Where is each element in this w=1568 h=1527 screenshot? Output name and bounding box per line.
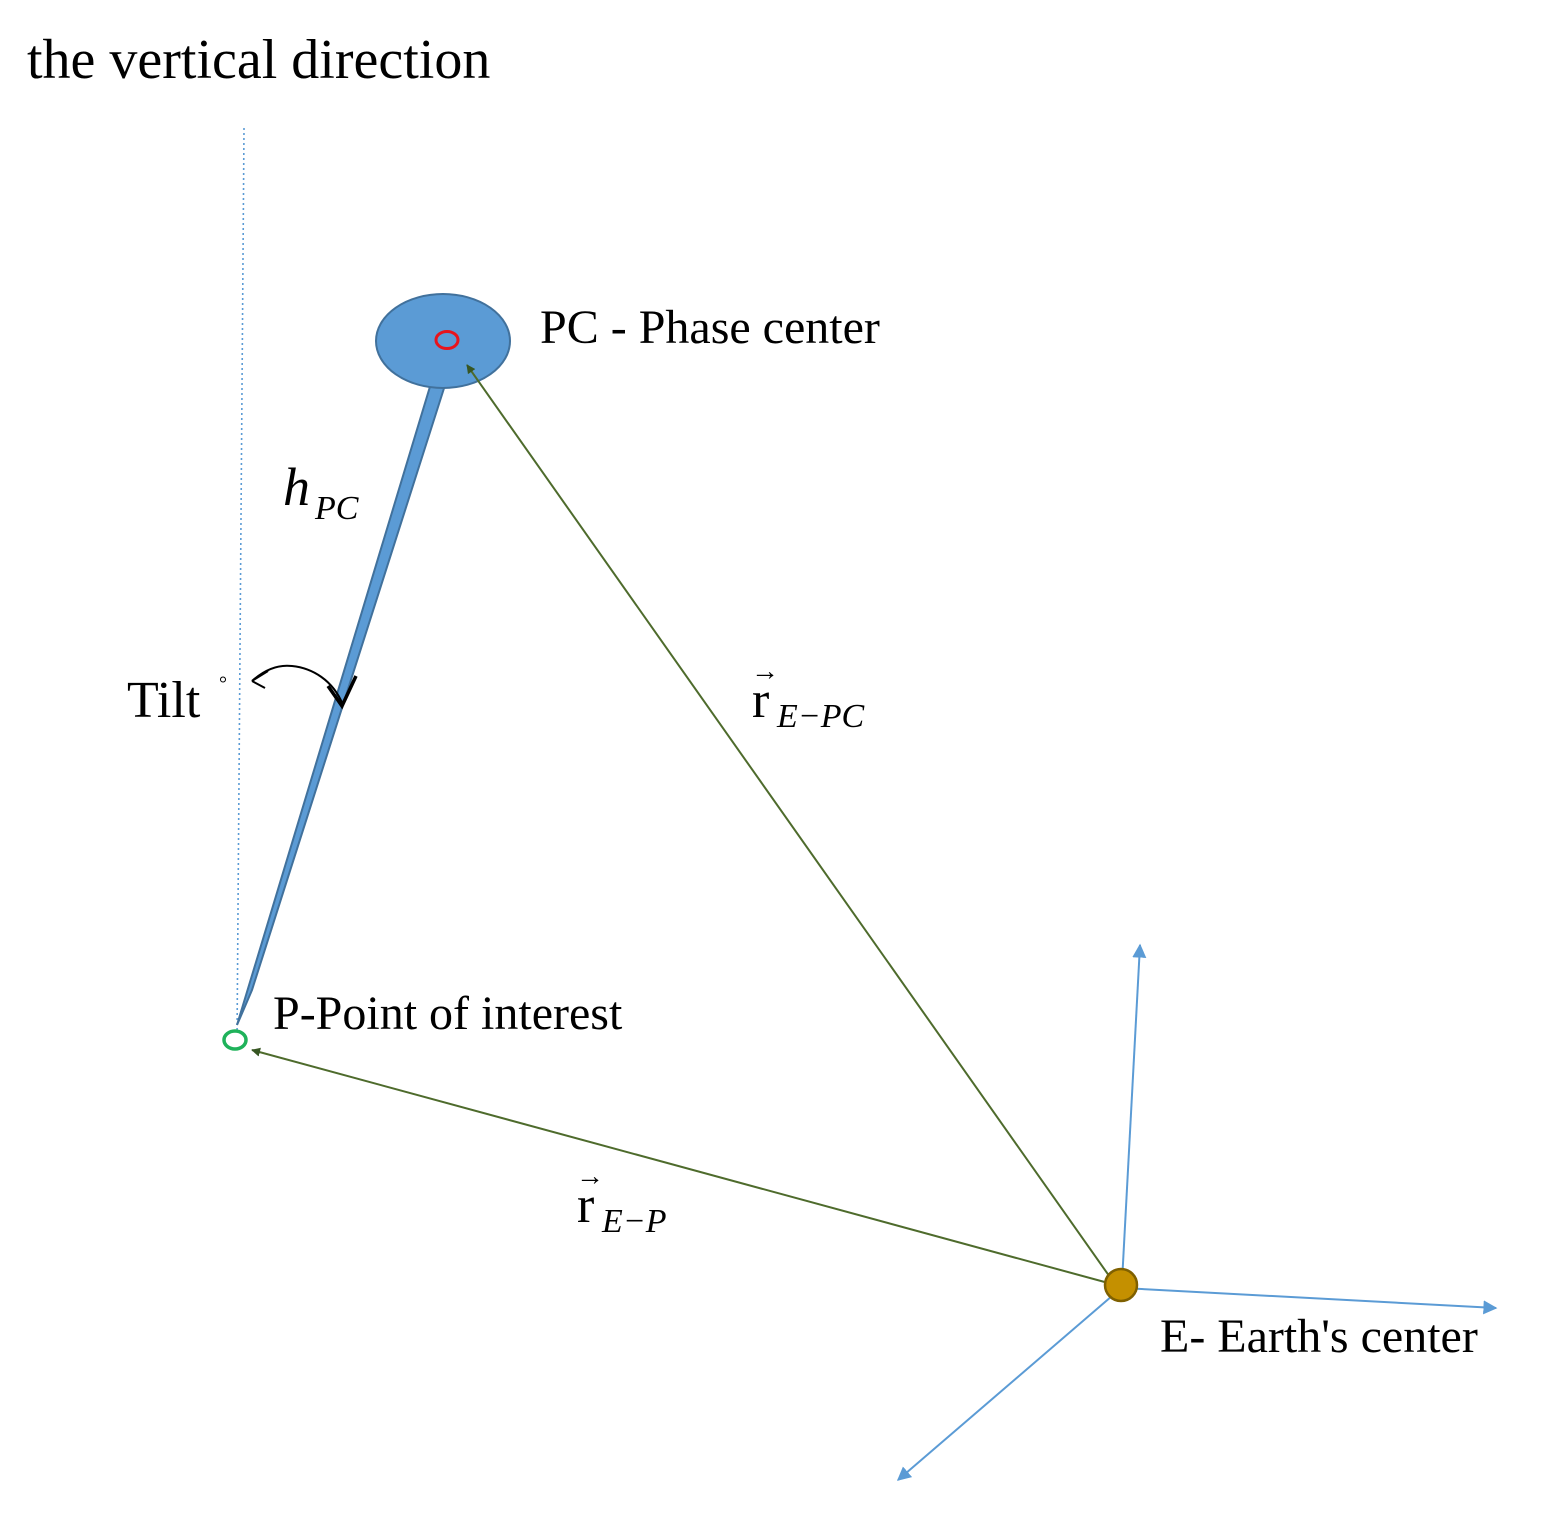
vertical-direction-line (236, 127, 245, 1041)
phase-center-label: PC - Phase center (540, 301, 880, 354)
h-pc-label-sub: PC (314, 490, 359, 527)
r-e-pc-label-arrow: → (751, 656, 779, 687)
r-e-pc-label-main: r (752, 672, 769, 729)
h-pc-label-main: h (283, 457, 310, 517)
earth-center-label: E- Earth's center (1160, 1310, 1478, 1363)
r-e-p-label-sub: E−P (601, 1203, 666, 1240)
axis-right (1121, 1287, 1498, 1315)
phase-center-marker (434, 330, 460, 350)
earth-center-marker (1103, 1267, 1139, 1303)
tilt-degree-symbol: ° (219, 673, 227, 695)
tilt-arrowhead (251, 670, 269, 689)
tilt-check-mark (326, 675, 358, 710)
axis-down-left (896, 1295, 1113, 1481)
antenna-dish (375, 293, 511, 389)
r-e-p-label-arrow: → (576, 1161, 604, 1192)
point-of-interest-marker (222, 1029, 248, 1051)
r-e-p-label-main: r (577, 1177, 594, 1234)
tilt-angle-arc (251, 664, 344, 706)
axis-up (1121, 943, 1147, 1283)
vector-r-e-pc (466, 364, 1113, 1281)
vector-r-e-p (251, 1047, 1113, 1285)
r-e-pc-label-sub: E−PC (776, 698, 864, 735)
tilt-label: Tilt (127, 672, 201, 729)
vertical-direction-label: the vertical direction (27, 29, 490, 91)
point-of-interest-label: P-Point of interest (273, 987, 623, 1040)
